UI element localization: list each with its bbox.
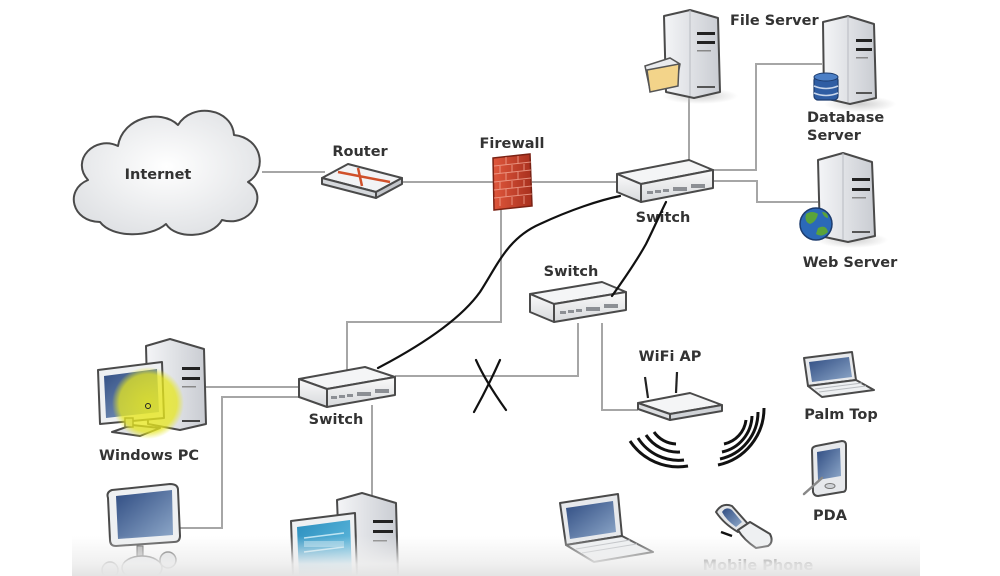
firewall-label: Firewall [480,136,545,152]
node-desktop-2[interactable] [290,492,399,576]
node-core-switch[interactable]: Switch [616,159,714,226]
cursor-icon [145,403,151,409]
node-laptop[interactable] [559,493,654,563]
node-mobile-phone[interactable]: Mobile Phone [703,503,814,574]
wireless-signal-right-icon [717,407,766,467]
pda-icon [802,440,847,497]
server-globe-icon [799,152,888,248]
core-switch-label: Switch [636,210,691,226]
brick-wall-icon [492,153,533,211]
node-access-switch[interactable]: Switch [298,366,396,428]
node-pda[interactable]: PDA [802,440,848,524]
link-core-switch-web-server [712,180,818,203]
hand-drawn-annotations [376,194,668,414]
database-server-label-line2: Server [807,128,862,144]
pda-label: PDA [813,508,848,524]
node-wifi-ap[interactable]: WiFi AP [628,349,766,469]
drawn-link-mid-to-core-switch [610,200,668,298]
server-folder-icon [644,9,738,104]
web-server-label: Web Server [803,255,898,271]
link-access-switch-mid-switch [395,323,579,377]
switch-icon [616,159,714,203]
switch-icon [529,281,627,323]
node-database-server[interactable]: Database Server [807,15,896,144]
node-palm-top[interactable]: Palm Top [803,351,878,423]
node-internet[interactable]: Internet [72,109,261,236]
node-web-server[interactable]: Web Server [799,152,898,271]
connections [180,63,822,529]
laptop-icon [559,493,654,563]
link-mid-switch-wifi-ap [601,323,638,411]
node-imac[interactable] [101,483,181,576]
node-windows-pc[interactable]: Windows PC [97,338,207,464]
link-core-switch-database-server [712,63,822,171]
file-server-label: File Server [730,13,819,29]
palmtop-icon [803,351,875,398]
imac-icon [101,483,181,576]
access-switch-label: Switch [309,412,364,428]
database-server-label-line1: Database [807,110,884,126]
server-database-icon [813,15,896,112]
router-label: Router [332,144,388,160]
desktop-pc-icon [290,492,399,576]
wireless-router-icon [628,371,766,469]
node-router[interactable]: Router [321,144,403,199]
mobile-phone-label: Mobile Phone [703,558,814,574]
switch-icon [298,366,396,408]
flip-phone-icon [715,503,773,549]
wireless-signal-left-icon [628,431,689,469]
internet-label: Internet [125,167,192,183]
router-icon [321,163,403,199]
wifi-ap-label: WiFi AP [639,349,702,365]
cloud-icon [72,109,261,236]
palm-top-label: Palm Top [804,407,877,423]
link-access-switch-imac [180,396,300,529]
mid-switch-label: Switch [544,264,599,280]
cross-mark-icon [472,358,508,414]
link-firewall-access-switch [346,210,502,370]
windows-pc-label: Windows PC [99,448,199,464]
drawn-link-access-to-core-switch [376,194,622,370]
node-mid-switch[interactable]: Switch [529,264,627,323]
node-firewall[interactable]: Firewall [480,136,545,211]
node-file-server[interactable]: File Server [644,9,819,104]
